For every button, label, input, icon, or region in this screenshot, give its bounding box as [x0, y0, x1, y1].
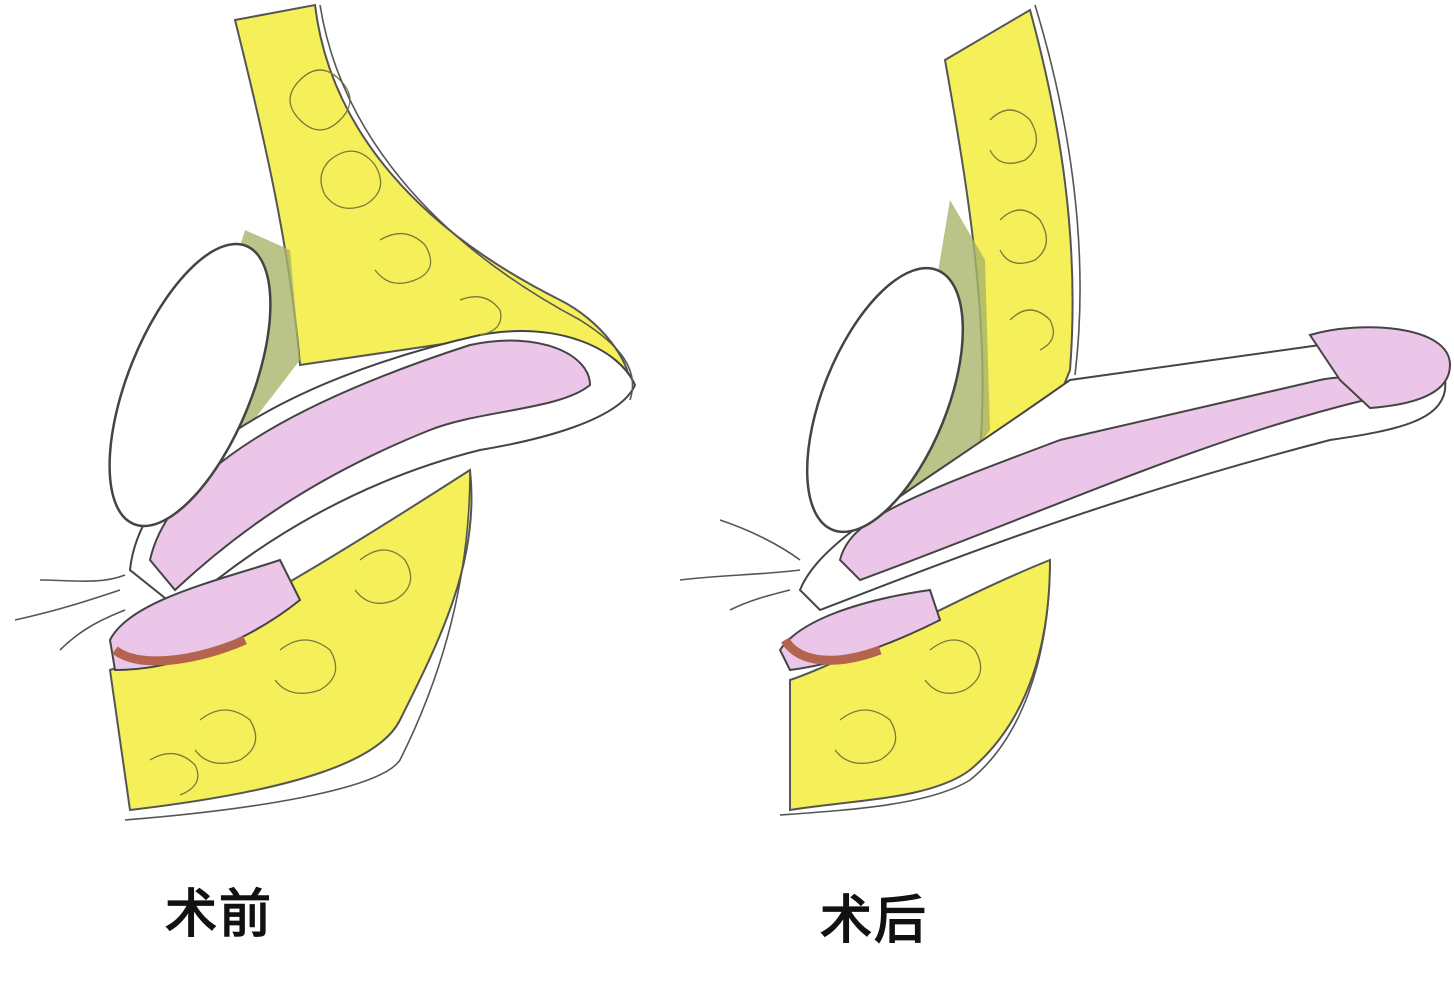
- corpus-left: [148, 339, 592, 592]
- label-before-surgery: 术前: [165, 884, 274, 945]
- after-illustration: [679, 4, 1452, 816]
- cord-fibers-right: [679, 519, 801, 611]
- fat-lobules-left: [149, 69, 502, 796]
- testis-left: [108, 242, 272, 528]
- glans-right: [1308, 326, 1452, 410]
- cord-fibers-left: [14, 574, 126, 651]
- before-illustration: [14, 3, 637, 821]
- glans-rim-left: [112, 635, 247, 666]
- outer-skin-right: [779, 4, 1081, 816]
- outer-skin-left: [124, 4, 634, 821]
- upper-fat-left: [233, 3, 632, 387]
- label-after-surgery: 术后: [820, 890, 929, 951]
- testis-right: [805, 266, 965, 534]
- glans-rim-right: [781, 637, 882, 665]
- fat-lobules-right: [834, 109, 1054, 764]
